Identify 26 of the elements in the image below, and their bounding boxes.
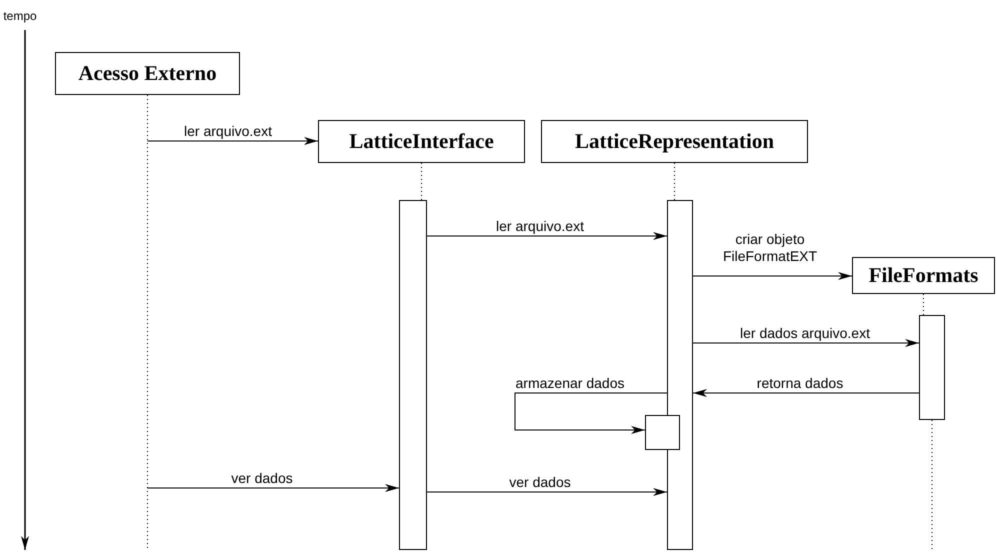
message-label: armazenar dados [516,375,624,392]
message-arrow [426,232,668,240]
object-box: LatticeRepresentation [541,120,808,163]
message-label: ler dados arquivo.ext [740,325,870,342]
object-box: FileFormats [852,257,995,294]
activation-bar [919,315,945,420]
axis-label: tempo [3,8,37,25]
object-box: Acesso Externo [55,52,240,95]
activation-bar [399,200,427,550]
message-arrow [147,484,400,492]
message-arrow [147,137,318,145]
object-box: LatticeInterface [318,120,525,163]
message-arrow [692,272,852,280]
message-arrow [692,389,920,397]
message-label: ver dados [231,470,293,487]
message-arrow [514,392,668,434]
message-label: criar objeto FileFormatEXT [722,231,818,265]
lifeline [147,94,148,550]
message-label: retorna dados [756,375,844,392]
message-label: ler arquivo.ext [496,218,584,235]
message-label: ler arquivo.ext [184,123,272,140]
message-arrow [692,339,920,347]
activation-bar [645,415,680,450]
activation-bar [667,200,693,550]
message-arrow [426,488,668,496]
message-label: ver dados [509,474,571,491]
